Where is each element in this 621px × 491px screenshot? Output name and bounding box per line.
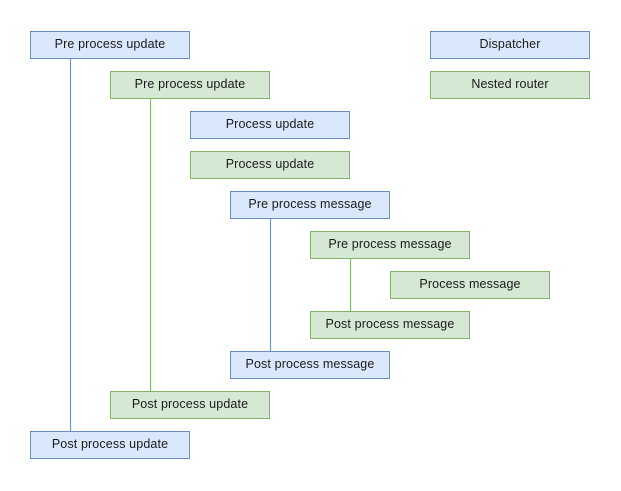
connector-pre-to-post-process-message-dispatcher <box>270 219 271 351</box>
connector-pre-to-post-process-update-router <box>150 99 151 391</box>
node-label: Post process message <box>245 357 375 372</box>
node-label: Process message <box>419 277 521 292</box>
legend-item-nested-router: Nested router <box>430 71 590 99</box>
node-label: Process update <box>225 117 315 132</box>
node-label: Post process update <box>51 437 169 452</box>
connector-pre-to-post-process-update-dispatcher <box>70 59 71 431</box>
node-label: Pre process message <box>248 197 372 212</box>
node-label: Post process message <box>325 317 455 332</box>
connector-pre-to-post-process-message-router <box>350 259 351 311</box>
node-process-update-router: Process update <box>190 151 350 179</box>
node-post-process-message-dispatcher: Post process message <box>230 351 390 379</box>
node-pre-process-update-router: Pre process update <box>110 71 270 99</box>
node-process-message-router: Process message <box>390 271 550 299</box>
legend-label-dispatcher: Dispatcher <box>479 37 541 52</box>
node-post-process-update-dispatcher: Post process update <box>30 431 190 459</box>
node-post-process-message-router: Post process message <box>310 311 470 339</box>
legend-item-dispatcher: Dispatcher <box>430 31 590 59</box>
node-pre-process-update-dispatcher: Pre process update <box>30 31 190 59</box>
node-pre-process-message-dispatcher: Pre process message <box>230 191 390 219</box>
node-process-update-dispatcher: Process update <box>190 111 350 139</box>
node-label: Process update <box>225 157 315 172</box>
node-label: Pre process message <box>328 237 452 252</box>
node-label: Pre process update <box>134 77 246 92</box>
node-pre-process-message-router: Pre process message <box>310 231 470 259</box>
legend-label-nested-router: Nested router <box>471 77 549 92</box>
node-post-process-update-router: Post process update <box>110 391 270 419</box>
node-label: Post process update <box>131 397 249 412</box>
node-label: Pre process update <box>54 37 166 52</box>
